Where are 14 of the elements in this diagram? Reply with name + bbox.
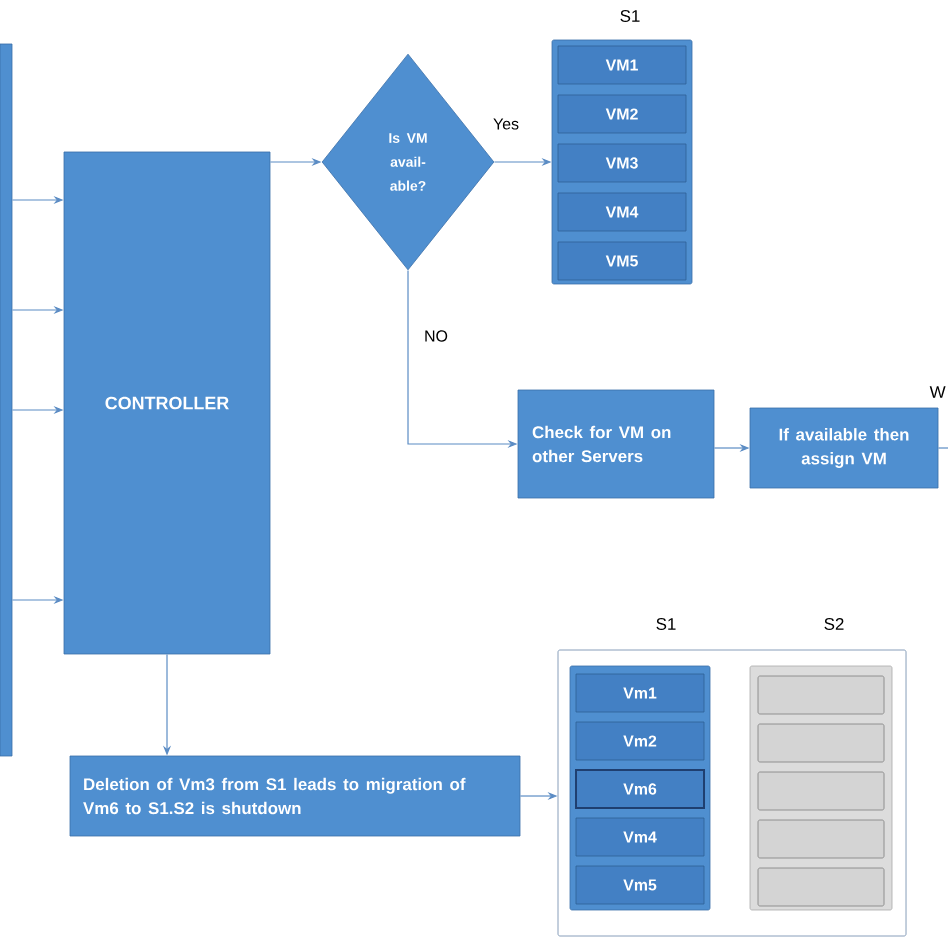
server-label: S2 — [824, 618, 844, 630]
vm-slot — [757, 819, 885, 859]
process-box: Check for VM on other Servers — [517, 389, 715, 499]
process-box: Deletion of Vm3 from S1 leads to migration of Vm6 to S1.S2 is shutdown — [69, 755, 521, 837]
vm-slot — [757, 675, 885, 715]
server-label: S1 — [656, 618, 676, 630]
server-label: W — [929, 386, 946, 398]
process-box: If available then assign VM — [749, 407, 939, 489]
server-label: S1 — [620, 10, 640, 22]
vm-slot — [757, 867, 885, 907]
process-box: CONTROLLER — [63, 151, 271, 655]
vm-slot — [757, 771, 885, 811]
side-bar — [0, 43, 13, 757]
vm-slot — [757, 723, 885, 763]
